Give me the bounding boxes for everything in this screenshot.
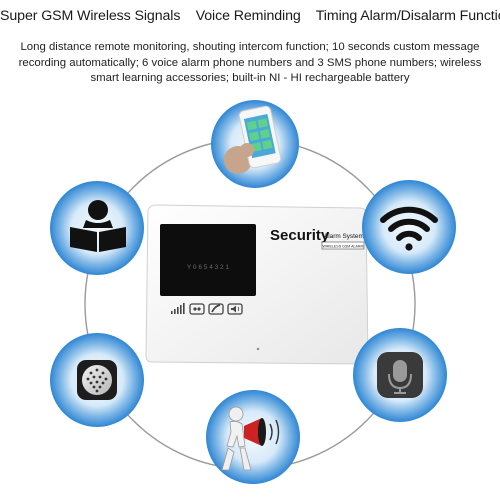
headline: Super GSM Wireless Signals Voice Remindi… [0, 8, 500, 24]
volume-icon [227, 303, 243, 315]
speaker-grille-icon [77, 360, 117, 400]
microphone-icon [377, 352, 423, 398]
feature-description: Long distance remote monitoring, shoutin… [18, 41, 482, 84]
brand-label: Security [270, 227, 330, 244]
subtitle-label: Alarm System [324, 233, 364, 240]
model-tag: WIRELESS GSM ALARM [323, 245, 364, 249]
phone-app-bubble [211, 100, 299, 188]
wireless-bubble [362, 180, 456, 274]
wifi-icon [380, 206, 438, 251]
manual-bubble [50, 181, 144, 275]
smartphone-icon [224, 105, 282, 174]
tape-icon [189, 303, 205, 315]
signal-icon [171, 303, 185, 314]
microphone-bubble [353, 328, 447, 422]
announcer-bubble [206, 390, 300, 484]
alarm-panel: Y 0 6 5 4 3 2 1 Security Alarm System WI… [145, 204, 369, 365]
book-reader-icon [70, 200, 126, 252]
lcd-digits: Y 0 6 5 4 3 2 1 [187, 264, 230, 271]
speaker-bubble [50, 333, 144, 427]
lcd-screen [160, 224, 256, 296]
megaphone-icon [221, 406, 280, 471]
phone-icon [208, 303, 224, 315]
